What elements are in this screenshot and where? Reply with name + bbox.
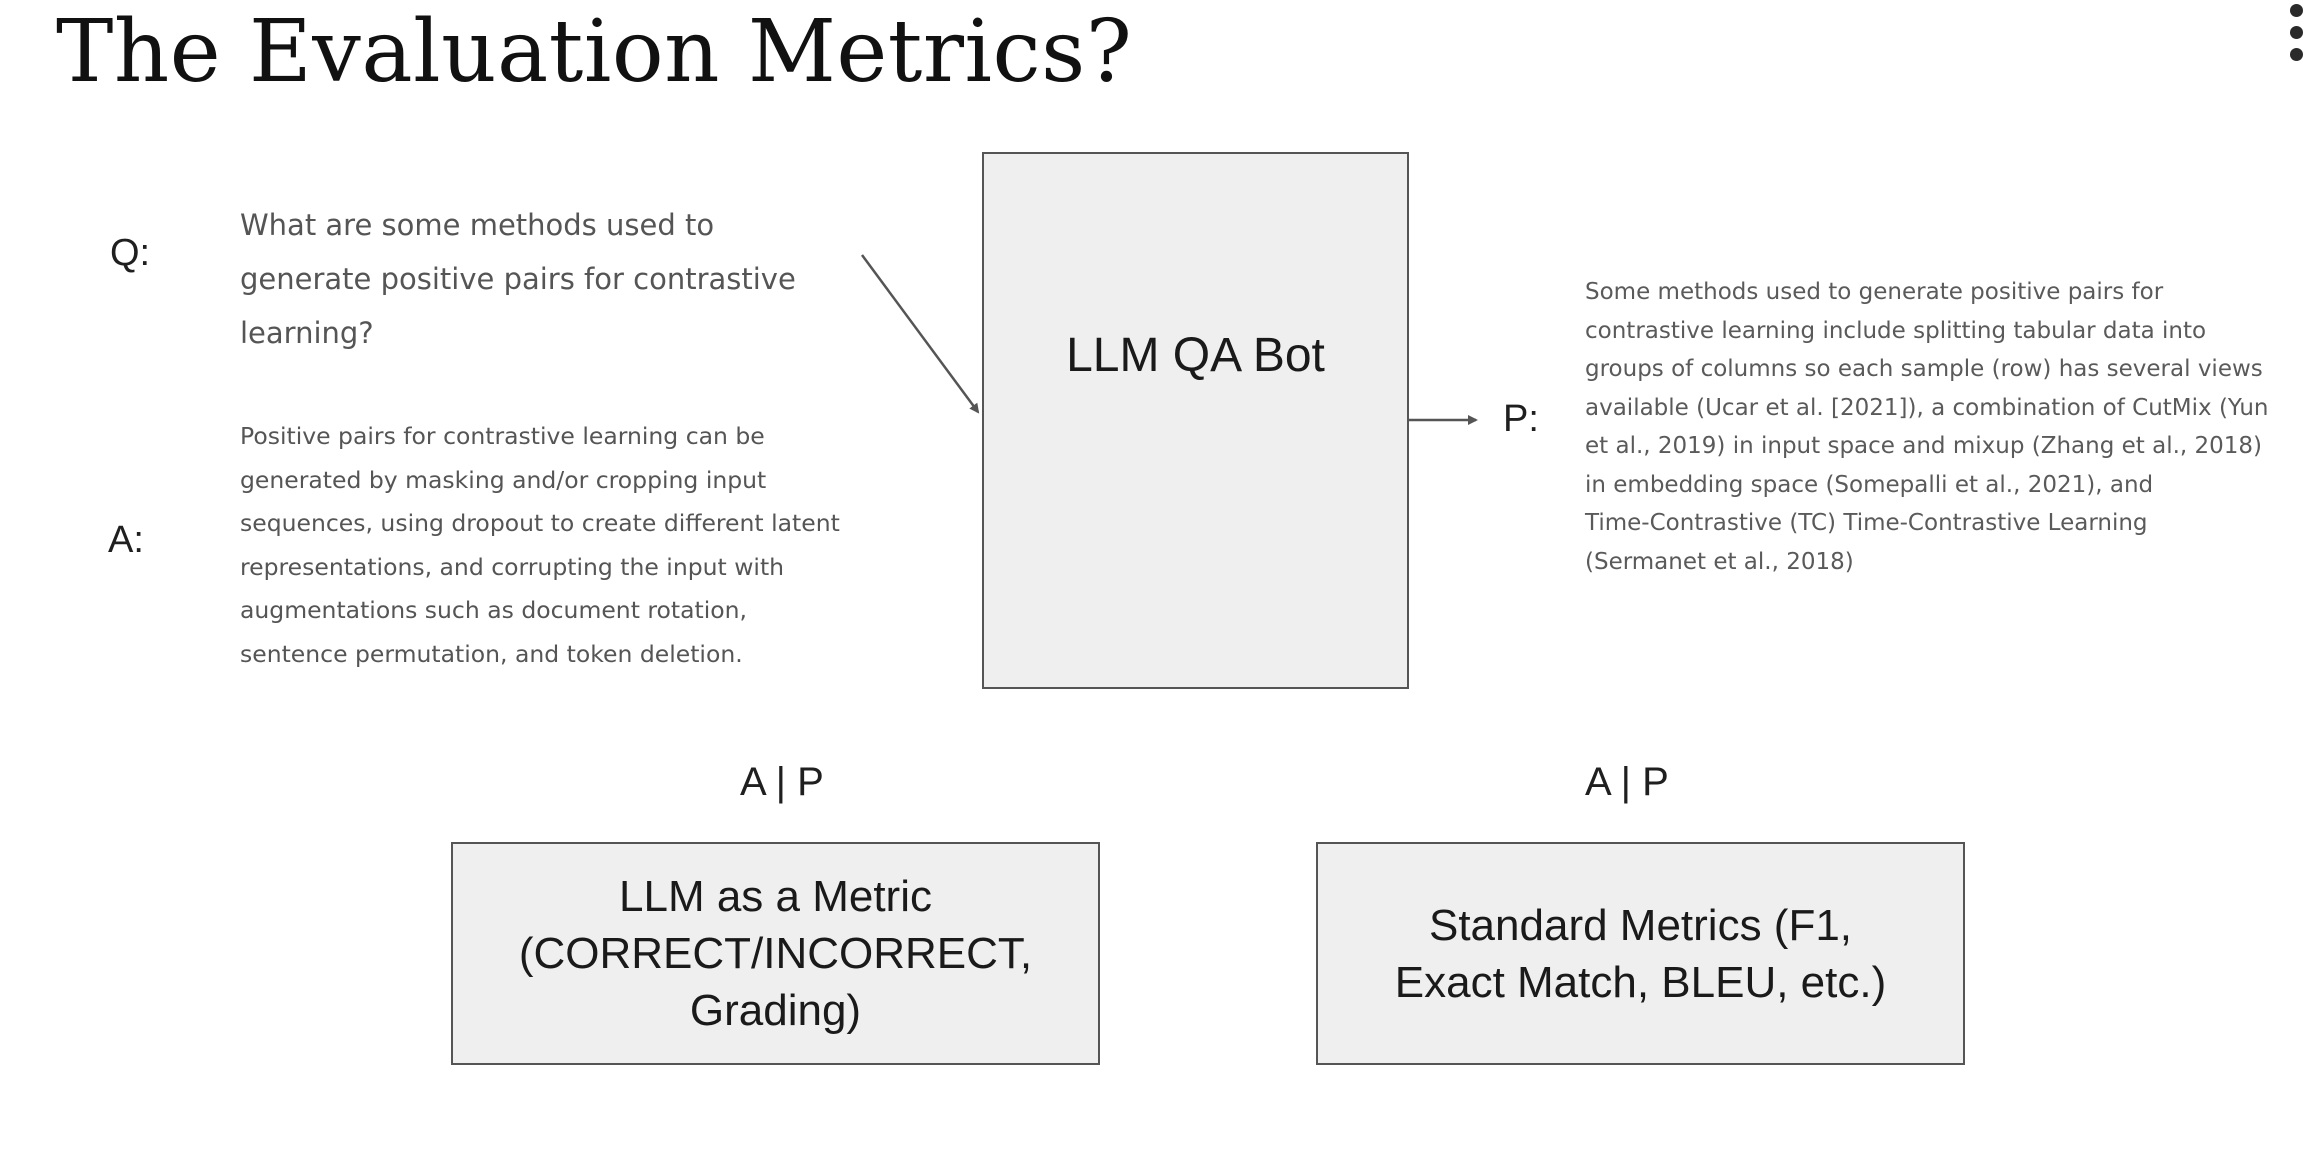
- answer-prediction-label-left: A | P: [740, 760, 824, 804]
- llm-as-metric-box: LLM as a Metric (CORRECT/INCORRECT, Grad…: [451, 842, 1100, 1065]
- question-line: learning?: [240, 316, 374, 350]
- prediction-line: (Sermanet et al., 2018): [1585, 548, 1854, 575]
- llm-metric-line: Grading): [689, 986, 862, 1035]
- answer-line: sentence permutation, and token deletion…: [240, 639, 743, 668]
- standard-metric-line: Standard Metrics (F1,: [1428, 900, 1853, 950]
- more-vertical-icon[interactable]: [2286, 0, 2306, 66]
- answer-label: A:: [108, 519, 144, 561]
- prediction-text: Some methods used to generate positive p…: [1585, 273, 2285, 581]
- prediction-line: Time-Contrastive (TC) Time-Contrastive L…: [1585, 510, 2148, 536]
- slide-title: The Evaluation Metrics?: [56, 2, 1133, 102]
- prediction-line: in embedding space (Somepalli et al., 20…: [1585, 471, 2154, 498]
- llm-metric-line: LLM as a Metric: [619, 872, 932, 921]
- standard-metric-line: Exact Match, BLEU, etc.): [1394, 957, 1887, 1007]
- llm-qa-bot-label: LLM QA Bot: [1066, 329, 1325, 382]
- question-text: What are some methods used to generate p…: [240, 198, 880, 360]
- answer-line: generated by masking and/or cropping inp…: [240, 465, 767, 494]
- prediction-line: Some methods used to generate positive p…: [1585, 279, 2164, 305]
- prediction-label: P:: [1503, 398, 1539, 440]
- question-label: Q:: [110, 232, 151, 274]
- answer-line: augmentations such as document rotation,: [240, 596, 747, 624]
- answer-line: sequences, using dropout to create diffe…: [240, 509, 840, 537]
- llm-qa-bot-box: LLM QA Bot: [982, 152, 1409, 689]
- answer-line: representations, and corrupting the inpu…: [240, 552, 785, 581]
- question-line: What are some methods used to: [240, 208, 715, 242]
- llm-metric-line: (CORRECT/INCORRECT,: [518, 929, 1033, 978]
- prediction-line: available (Ucar et al. [2021]), a combin…: [1585, 394, 2269, 421]
- standard-metrics-box: Standard Metrics (F1, Exact Match, BLEU,…: [1316, 842, 1965, 1065]
- answer-text: Positive pairs for contrastive learning …: [240, 415, 880, 676]
- answer-line: Positive pairs for contrastive learning …: [240, 422, 765, 450]
- answer-prediction-label-right: A | P: [1585, 760, 1669, 804]
- prediction-line: et al., 2019) in input space and mixup (…: [1585, 433, 2263, 459]
- prediction-line: groups of columns so each sample (row) h…: [1585, 356, 2263, 382]
- prediction-line: contrastive learning include splitting t…: [1585, 317, 2207, 344]
- question-line: generate positive pairs for contrastive: [240, 262, 796, 296]
